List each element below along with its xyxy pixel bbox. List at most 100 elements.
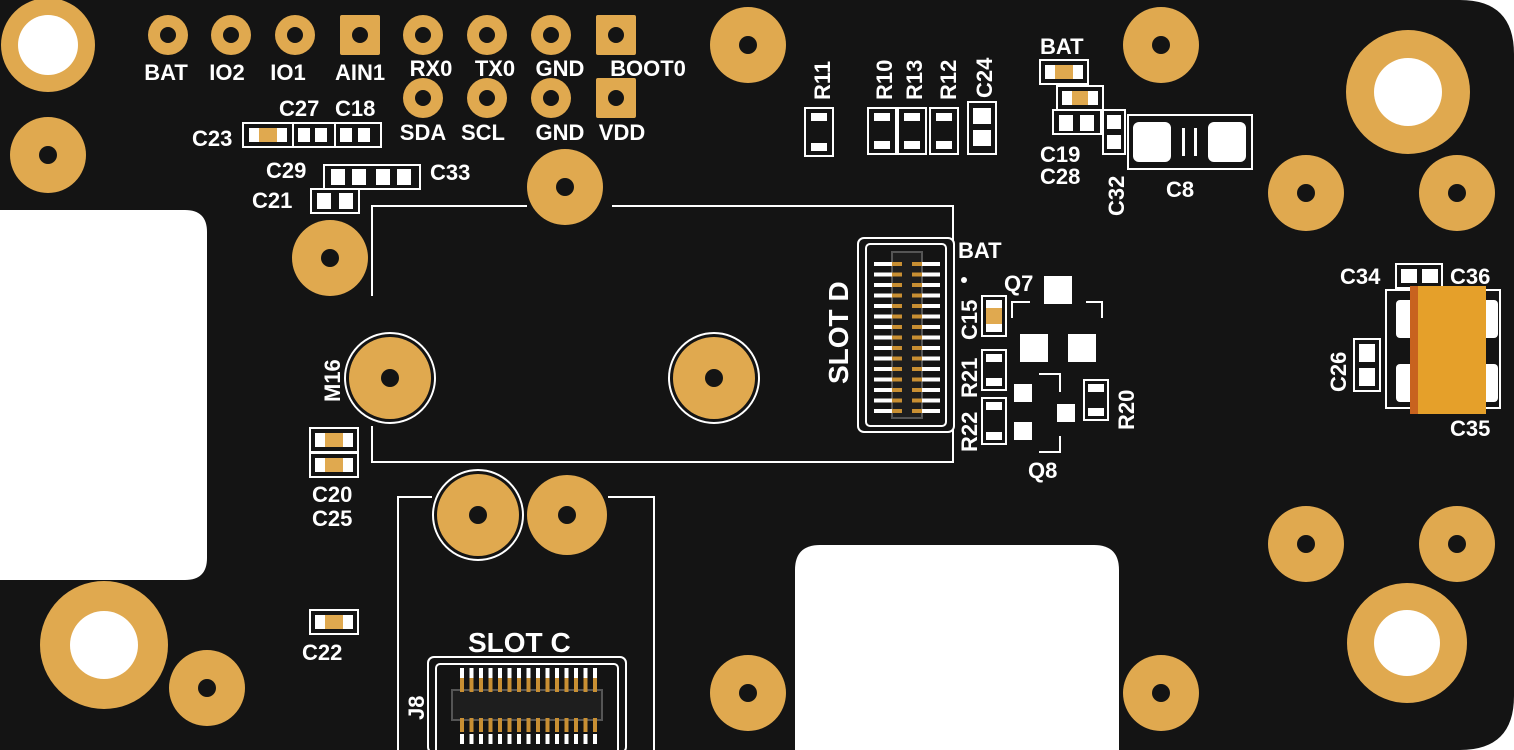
- connector-pin: [912, 304, 922, 308]
- connector-pin: [874, 335, 892, 340]
- pin-label-boot0: BOOT0: [610, 56, 686, 81]
- slot-c-connector: [427, 656, 627, 750]
- connector-pin: [874, 356, 892, 361]
- connector-pin: [545, 718, 550, 732]
- connector-pin: [912, 388, 922, 392]
- connector-pin: [479, 668, 483, 678]
- connector-pin: [574, 678, 578, 692]
- slot-c-standoff: [432, 469, 524, 561]
- slot-c-outline: [397, 496, 655, 750]
- ref-c25: C25: [312, 506, 352, 531]
- connector-pin: [892, 262, 902, 266]
- connector-pin: [922, 272, 940, 277]
- connector-pin: [574, 718, 578, 732]
- connector-pin: [892, 388, 902, 392]
- connector-pin: [912, 398, 922, 403]
- pin-label-bat: BAT: [144, 60, 188, 85]
- connector-pin: [922, 409, 940, 413]
- connector-pin: [526, 668, 531, 678]
- board-cutout: [795, 545, 1119, 750]
- connector-pin: [874, 272, 892, 277]
- connector-pin: [479, 678, 483, 692]
- connector-pin: [912, 293, 922, 298]
- connector-pin: [593, 718, 597, 732]
- slot-d-outline: [371, 205, 954, 463]
- connector-pin: [488, 668, 493, 678]
- connector-pin: [526, 678, 531, 692]
- connector-pin: [912, 409, 922, 413]
- connector-pin: [545, 678, 550, 692]
- connector-pin: [469, 718, 474, 732]
- connector-pin: [517, 678, 521, 692]
- connector-pin: [874, 325, 892, 329]
- connector-pin: [479, 734, 483, 744]
- connector-pin: [922, 388, 940, 392]
- connector-pin: [526, 734, 531, 744]
- connector-pin: [536, 668, 540, 678]
- connector-pin: [583, 718, 588, 732]
- connector-pin: [892, 398, 902, 403]
- m16-standoff: [344, 332, 760, 424]
- connector-pin: [912, 367, 922, 371]
- m16-label: M16: [320, 359, 345, 402]
- connector-pin: [912, 335, 922, 340]
- connector-pin: [555, 668, 559, 678]
- connector-pin: [892, 293, 902, 298]
- connector-pin: [874, 283, 892, 287]
- connector-pin: [892, 283, 902, 287]
- connector-pin: [593, 678, 597, 692]
- ref-c15: C15: [957, 300, 982, 340]
- ref-c20: C20: [312, 482, 352, 507]
- pin-label-vdd: VDD: [599, 120, 645, 145]
- connector-pin: [564, 668, 569, 678]
- connector-pin: [922, 283, 940, 287]
- connector-pin: [892, 325, 902, 329]
- ref-c27: C27: [279, 96, 319, 121]
- connector-pin: [922, 325, 940, 329]
- connector-pin: [574, 734, 578, 744]
- connector-pin: [892, 272, 902, 277]
- pin-label-io2: IO2: [209, 60, 244, 85]
- connector-pin: [922, 398, 940, 403]
- ref-r21: R21: [957, 358, 982, 398]
- connector-pin: [460, 734, 464, 744]
- connector-pin: [892, 314, 902, 319]
- connector-pin: [498, 668, 502, 678]
- connector-pin: [892, 304, 902, 308]
- connector-pin: [874, 293, 892, 298]
- connector-pin: [912, 272, 922, 277]
- connector-pin: [488, 718, 493, 732]
- connector-pin: [498, 718, 502, 732]
- ref-c34: C34: [1340, 264, 1381, 289]
- connector-pin: [892, 335, 902, 340]
- ref-bat-mid: BAT: [958, 238, 1002, 263]
- connector-pin: [555, 678, 559, 692]
- connector-pin: [922, 346, 940, 350]
- connector-pin: [498, 678, 502, 692]
- connector-pin: [874, 304, 892, 308]
- slot-d-label: SLOT D: [823, 281, 854, 384]
- connector-pin: [583, 678, 588, 692]
- connector-pin: [583, 734, 588, 744]
- ref-c22: C22: [302, 640, 342, 665]
- ref-c28: C28: [1040, 164, 1080, 189]
- connector-pin: [460, 678, 464, 692]
- mounting-holes: [1, 0, 1470, 709]
- c35-capacitor-body: [1410, 286, 1486, 414]
- connector-pin: [874, 409, 892, 413]
- ref-c18: C18: [335, 96, 375, 121]
- ref-c8: C8: [1166, 177, 1194, 202]
- connector-pin: [517, 718, 521, 732]
- ref-c36: C36: [1450, 264, 1490, 289]
- connector-pin: [498, 734, 502, 744]
- connector-pin: [874, 377, 892, 382]
- connector-pin: [922, 367, 940, 371]
- connector-pin: [488, 734, 493, 744]
- connector-pin: [526, 718, 531, 732]
- ref-c21: C21: [252, 188, 292, 213]
- connector-pin: [912, 283, 922, 287]
- connector-pin: [912, 262, 922, 266]
- connector-pin: [593, 668, 597, 678]
- ref-c32: C32: [1104, 176, 1129, 216]
- connector-pin: [922, 293, 940, 298]
